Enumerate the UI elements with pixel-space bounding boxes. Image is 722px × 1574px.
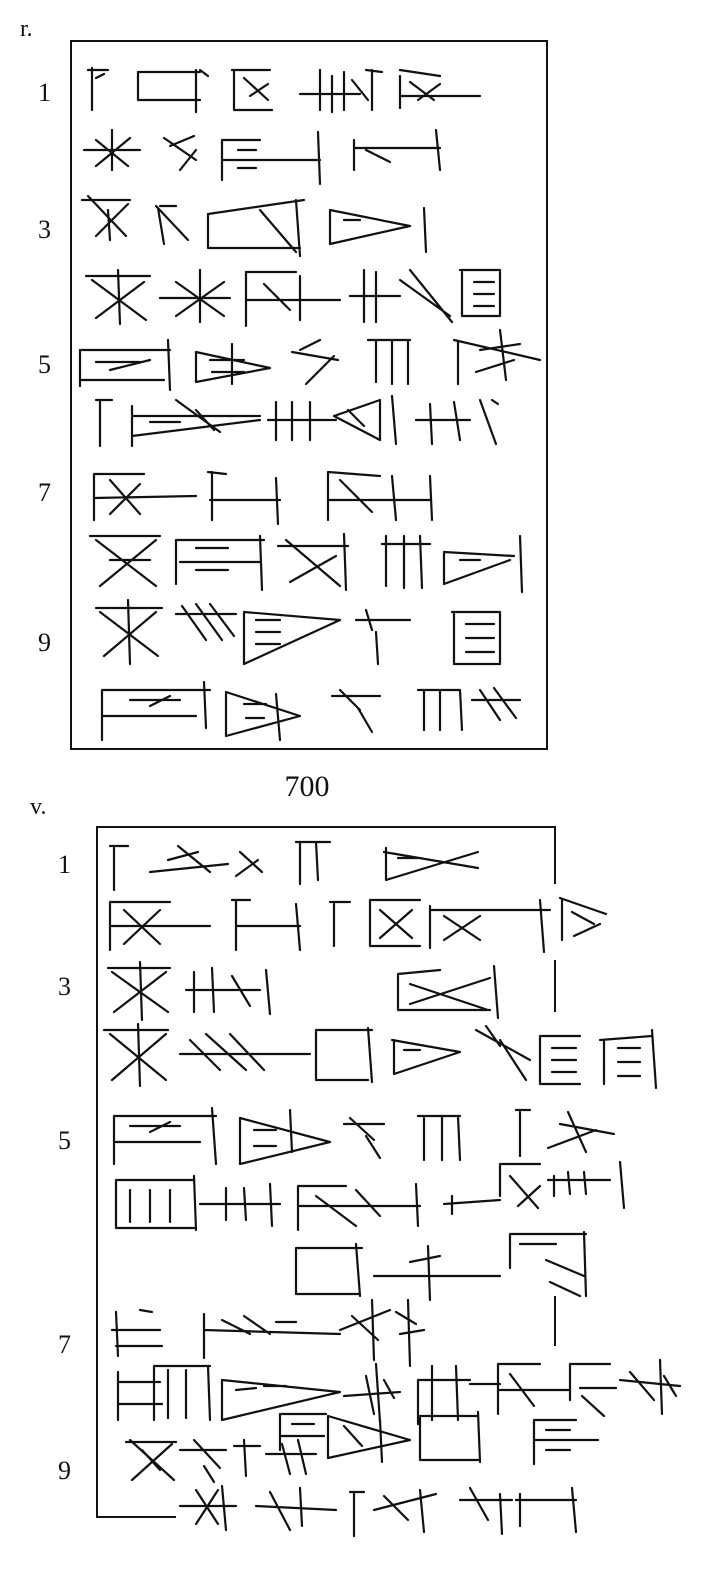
reverse-side-label: v. [30,794,47,820]
reverse-line-3-signs [106,960,500,1022]
reverse-line-10-signs [178,1484,578,1538]
obverse-line-number: 5 [38,350,51,379]
reverse-line-number: 1 [58,850,71,879]
reverse-line-5-signs [112,1106,616,1166]
obverse-line-4-signs [84,268,502,328]
obverse-line-9-signs [94,598,502,666]
tablet-caption: 700 [284,770,330,803]
reverse-frame-right [554,960,556,1012]
reverse-line-number: 3 [58,972,71,1001]
obverse-side-label: r. [20,16,33,42]
reverse-line-1-signs [108,840,480,892]
reverse-frame-right [554,1296,556,1346]
reverse-frame-left [96,826,98,1516]
reverse-line-8-signs [116,1358,682,1426]
obverse-line-2-signs [82,128,442,186]
reverse-line-number: 5 [58,1126,71,1155]
obverse-line-number: 3 [38,215,51,244]
obverse-line-5-signs [78,328,542,392]
obverse-line-10-signs [100,680,522,742]
obverse-line-6-signs [94,394,500,448]
reverse-line-number: 9 [58,1456,71,1485]
reverse-line-6-signs [114,1160,626,1232]
reverse-line-4-signs [102,1022,658,1090]
obverse-frame [70,40,548,750]
obverse-line-7-signs [92,470,434,526]
obverse-line-number: 9 [38,628,51,657]
obverse-line-3-signs [80,194,428,258]
obverse-line-number: 7 [38,478,51,507]
reverse-frame-right [554,826,556,884]
reverse-line-6b-signs [294,1230,588,1302]
reverse-line-2-signs [108,896,608,954]
obverse-line-8-signs [88,532,524,594]
reverse-line-number: 7 [58,1330,71,1359]
obverse-line-number: 1 [38,78,51,107]
reverse-frame-bottom [96,1516,176,1518]
reverse-line-9-signs [124,1410,600,1484]
obverse-line-1-signs [86,66,482,114]
reverse-frame [96,826,554,828]
reverse-line-7-signs [110,1298,426,1368]
